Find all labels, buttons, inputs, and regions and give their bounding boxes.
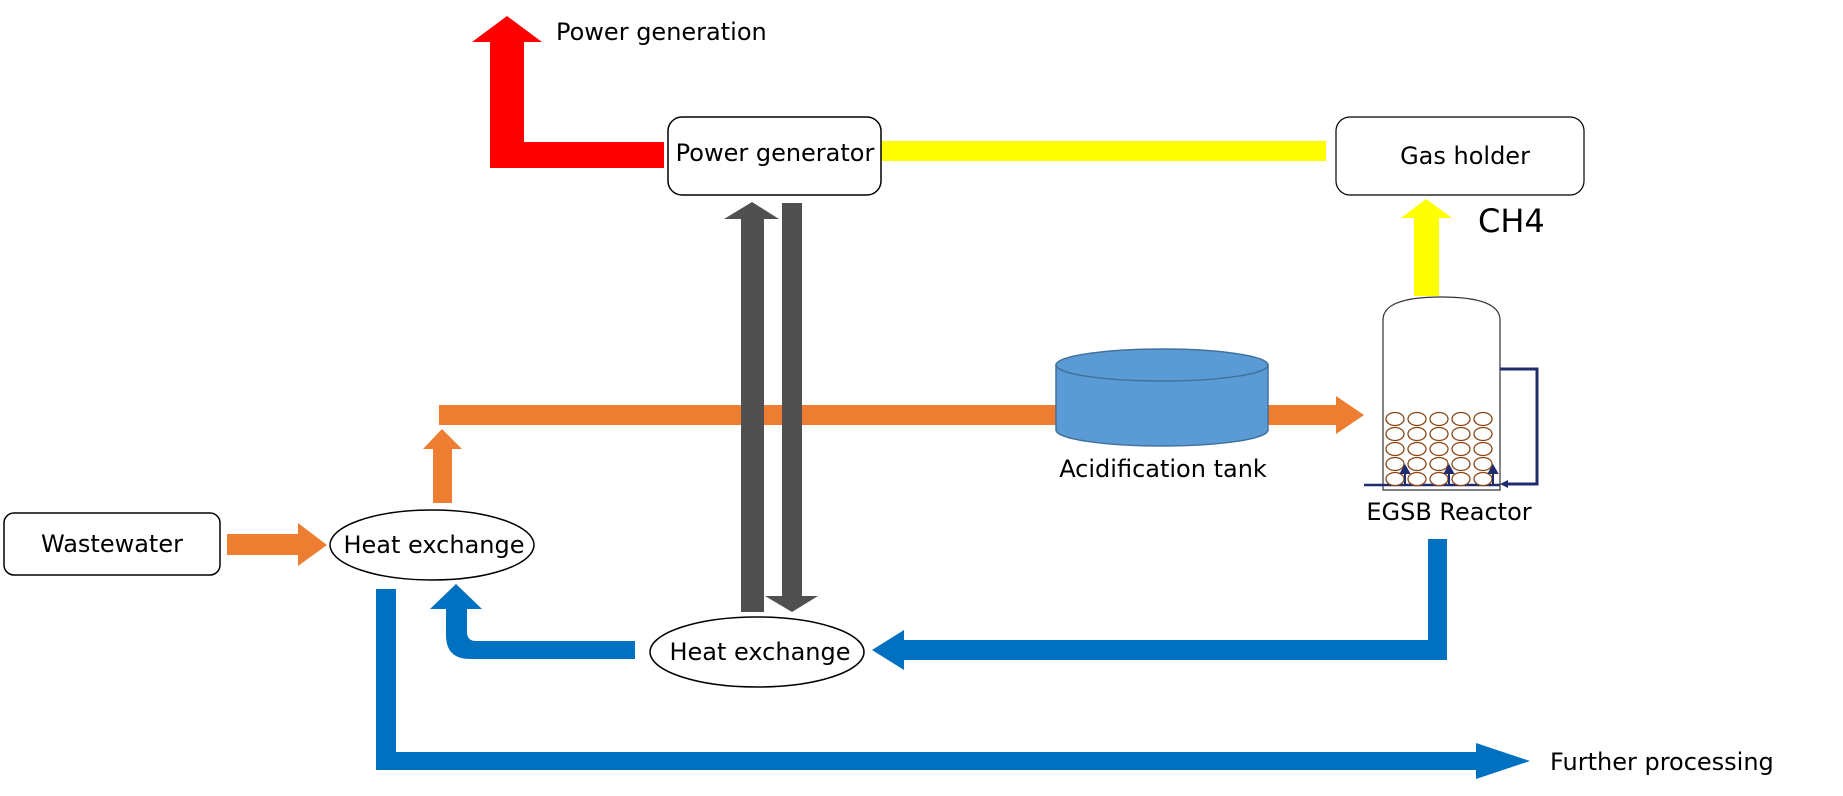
acidification-tank-label: Acidification tank <box>1059 455 1267 483</box>
heat-exchange-2-ellipse <box>649 616 865 688</box>
heat-exchange-2-label: Heat exchange <box>669 638 850 666</box>
sludge-granule <box>1473 441 1493 457</box>
egsb-reactor-label: EGSB Reactor <box>1366 498 1531 526</box>
preheated-up-arrow <box>423 429 462 503</box>
wastewater-box <box>3 512 221 576</box>
sludge-granule <box>1429 411 1449 427</box>
power-generator-label: Power generator <box>676 139 875 167</box>
sludge-granule <box>1385 456 1405 472</box>
wastewater-feed-arrow <box>227 523 327 566</box>
sludge-granule <box>1407 411 1427 427</box>
granular-sludge-bed <box>1385 411 1493 487</box>
sludge-granule <box>1385 441 1405 457</box>
acidification-tank <box>1055 348 1269 447</box>
heat-loop-down-arrow <box>765 203 818 612</box>
sludge-granule <box>1451 471 1471 487</box>
further-processing-label: Further processing <box>1550 748 1774 776</box>
sludge-granule <box>1429 441 1449 457</box>
sludge-granule <box>1473 411 1493 427</box>
sludge-granule <box>1473 456 1493 472</box>
sludge-granule <box>1429 456 1449 472</box>
sludge-granule <box>1451 426 1471 442</box>
ch4-label: CH4 <box>1478 202 1545 240</box>
sludge-granule <box>1385 426 1405 442</box>
sludge-granule <box>1429 426 1449 442</box>
sludge-granule <box>1385 471 1405 487</box>
sludge-granule <box>1407 441 1427 457</box>
sludge-granule <box>1385 411 1405 427</box>
heat-loop-up-arrow <box>724 202 779 612</box>
ch4-arrow <box>1401 199 1452 296</box>
sludge-granule <box>1473 426 1493 442</box>
sludge-granule <box>1451 411 1471 427</box>
heat-exchange-1-label: Heat exchange <box>343 531 524 559</box>
tank-to-reactor-arrow <box>1262 396 1364 434</box>
return-to-heat-exchange-arrow <box>430 584 635 659</box>
power-output-arrow <box>472 16 664 168</box>
sludge-granule <box>1451 441 1471 457</box>
wastewater-label: Wastewater <box>41 530 183 558</box>
further-processing-arrow <box>376 589 1530 779</box>
sludge-granule <box>1407 426 1427 442</box>
sludge-granule <box>1451 456 1471 472</box>
egsb-reactor <box>1364 296 1539 491</box>
recirculation-line <box>1500 367 1539 486</box>
power-generator-box <box>667 116 882 196</box>
reactor-effluent-arrow <box>872 539 1447 670</box>
sludge-granule <box>1429 471 1449 487</box>
gas-supply-line <box>878 141 1326 161</box>
heat-exchange-1-ellipse <box>329 509 535 581</box>
gas-holder-box <box>1335 116 1585 196</box>
gas-holder-label: Gas holder <box>1400 142 1530 170</box>
sludge-granule <box>1407 456 1427 472</box>
power-generation-label: Power generation <box>556 18 767 46</box>
sludge-granule <box>1473 471 1493 487</box>
sludge-granule <box>1407 471 1427 487</box>
